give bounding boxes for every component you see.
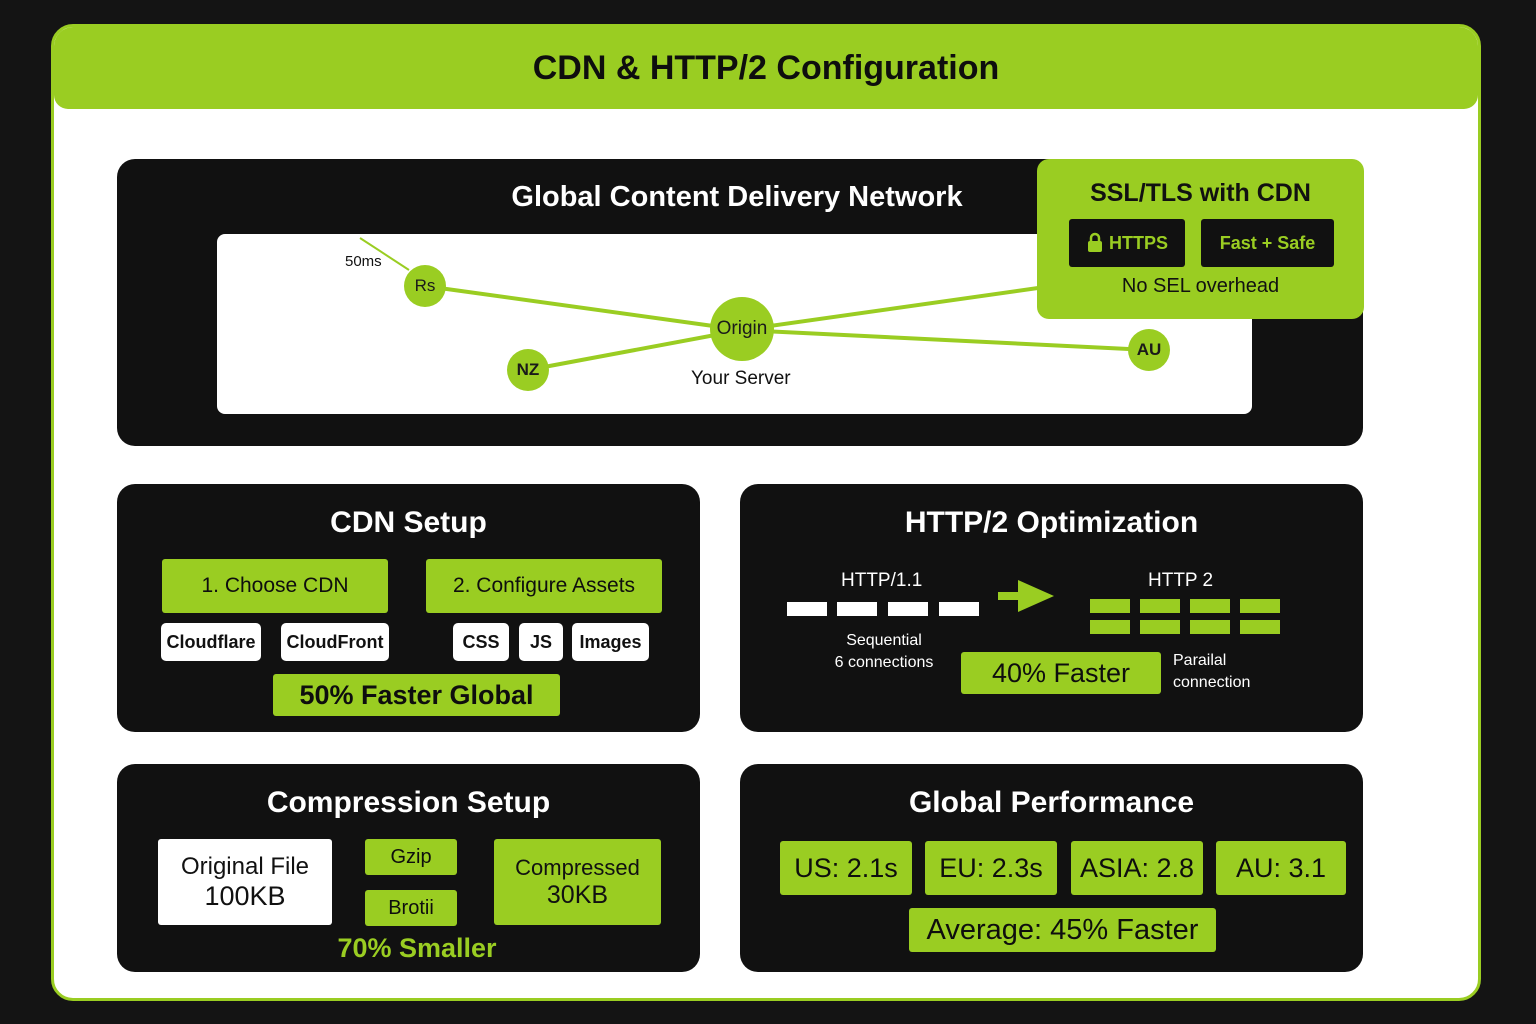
provider-cloudflare: Cloudflare bbox=[161, 623, 261, 661]
step-choose-cdn: 1. Choose CDN bbox=[162, 559, 388, 613]
original-file-size: 100KB bbox=[204, 880, 286, 911]
compression-result: 70% Smaller bbox=[337, 933, 497, 963]
cdn-map-title: Global Content Delivery Network bbox=[511, 181, 963, 213]
sequential-line-1: Sequential bbox=[846, 632, 922, 649]
map-connections bbox=[359, 237, 1150, 372]
brotli-badge: Brotii bbox=[365, 890, 457, 926]
http1-sub: .1 bbox=[906, 570, 923, 591]
http2-bar-5 bbox=[1090, 620, 1130, 634]
http2-bar-4 bbox=[1240, 599, 1280, 613]
region-eu: EU: 2.3s bbox=[925, 841, 1057, 895]
origin-caption: Your Server bbox=[691, 368, 791, 389]
http2-heading: HTTP 2 bbox=[1148, 570, 1214, 591]
compression-title: Compression Setup bbox=[266, 786, 551, 819]
step-configure-assets: 2. Configure Assets bbox=[426, 559, 662, 613]
ssl-note: No SEL overhead bbox=[1121, 275, 1280, 297]
sequential-line-2: 6 connections bbox=[834, 654, 934, 671]
link-origin-au bbox=[741, 328, 1150, 352]
http1-label: HTTP/1 bbox=[841, 570, 907, 591]
title-bar: CDN & HTTP/2 Configuration bbox=[54, 27, 1478, 109]
performance-title: Global Performance bbox=[908, 786, 1195, 819]
parallel-text: Parailal connection bbox=[1173, 650, 1250, 694]
page-title: CDN & HTTP/2 Configuration bbox=[532, 48, 1000, 87]
link-origin-ssl bbox=[741, 284, 1053, 332]
original-file-box: Original File 100KB bbox=[158, 839, 332, 925]
node-origin: Origin bbox=[710, 297, 774, 361]
http2-bar-2 bbox=[1140, 599, 1180, 613]
http2-bar-3 bbox=[1190, 599, 1230, 613]
asset-css: CSS bbox=[453, 623, 509, 661]
http2-faster: 40% Faster bbox=[961, 652, 1161, 694]
http1-bar-3 bbox=[888, 602, 928, 616]
sequential-text: Sequential 6 connections bbox=[824, 630, 944, 674]
latency-label: 50ms bbox=[345, 253, 382, 270]
parallel-line-2: connection bbox=[1173, 674, 1251, 691]
ssl-panel: SSL/TLS with CDN HTTPS Fast + Safe No SE… bbox=[1037, 159, 1364, 319]
http1-bar-2 bbox=[837, 602, 877, 616]
http2-bar-1 bbox=[1090, 599, 1130, 613]
ssl-title: SSL/TLS with CDN bbox=[1090, 179, 1311, 207]
arrow-right-icon bbox=[998, 580, 1054, 612]
asset-js: JS bbox=[519, 623, 563, 661]
compressed-size: 30KB bbox=[546, 880, 609, 909]
cdn-setup-panel: CDN Setup 1. Choose CDN 2. Configure Ass… bbox=[117, 484, 700, 732]
region-us: US: 2.1s bbox=[780, 841, 912, 895]
link-nz-origin bbox=[527, 328, 743, 372]
average-result: Average: 45% Faster bbox=[909, 908, 1216, 952]
https-label: HTTPS bbox=[1108, 232, 1168, 253]
node-nz: NZ bbox=[507, 349, 549, 391]
cdn-setup-result: 50% Faster Global bbox=[273, 674, 560, 716]
node-au: AU bbox=[1128, 329, 1170, 371]
http2-bar-6 bbox=[1140, 620, 1180, 634]
fast-safe-badge: Fast + Safe bbox=[1201, 219, 1334, 267]
region-au: AU: 3.1 bbox=[1216, 841, 1346, 895]
http2-title: HTTP/2 Optimization bbox=[904, 506, 1199, 539]
original-file-label: Original File bbox=[180, 852, 310, 880]
latency-pointer bbox=[359, 237, 410, 271]
compressed-label: Compressed bbox=[515, 854, 640, 880]
cdn-setup-title: CDN Setup bbox=[330, 506, 487, 539]
http1-heading: HTTP/1.1 bbox=[841, 570, 922, 592]
main-frame: CDN & HTTP/2 Configuration Global Conten… bbox=[51, 24, 1481, 1001]
link-rs-origin bbox=[424, 284, 743, 332]
http2-panel: HTTP/2 Optimization HTTP/1.1 HTTP 2 Sequ… bbox=[740, 484, 1363, 732]
performance-panel: Global Performance US: 2.1s EU: 2.3s ASI… bbox=[740, 764, 1363, 972]
compressed-box: Compressed 30KB bbox=[494, 839, 661, 925]
gzip-badge: Gzip bbox=[365, 839, 457, 875]
compression-panel: Compression Setup Original File 100KB Gz… bbox=[117, 764, 700, 972]
asset-images: Images bbox=[572, 623, 649, 661]
node-rs: Rs bbox=[404, 265, 446, 307]
http1-bar-4 bbox=[939, 602, 979, 616]
region-asia: ASIA: 2.8 bbox=[1071, 841, 1203, 895]
provider-cloudfront: CloudFront bbox=[281, 623, 389, 661]
https-badge: HTTPS bbox=[1069, 219, 1185, 267]
http2-bar-8 bbox=[1240, 620, 1280, 634]
map-canvas: 50ms Rs NZ Origin Your Server AU bbox=[217, 234, 1252, 414]
parallel-line-1: Parailal bbox=[1173, 652, 1227, 669]
lock-icon bbox=[1087, 232, 1102, 252]
http2-bar-7 bbox=[1190, 620, 1230, 634]
http1-bar-1 bbox=[787, 602, 827, 616]
